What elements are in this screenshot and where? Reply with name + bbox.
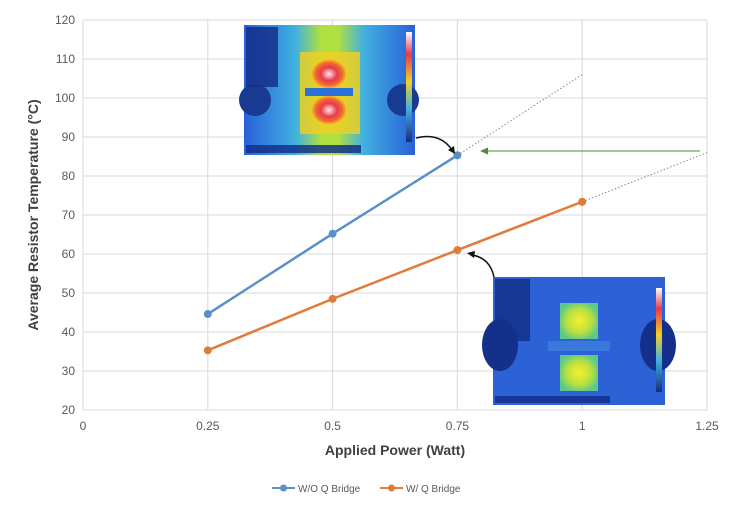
thermal-image-with-bridge — [482, 277, 676, 405]
series-layer — [203, 74, 708, 355]
data-point — [453, 246, 462, 255]
y-tick-label: 110 — [56, 52, 75, 66]
x-tick-label: 0.5 — [324, 419, 341, 433]
legend: W/O Q Bridge W/ Q Bridge — [272, 484, 461, 495]
data-point — [203, 310, 212, 319]
y-tick-label: 30 — [62, 364, 76, 378]
data-point — [453, 151, 462, 160]
gridlines — [82, 19, 708, 411]
x-tick-label: 1 — [579, 419, 586, 433]
y-tick-label: 100 — [55, 91, 75, 105]
extrapolation-line-1 — [582, 152, 708, 203]
arrow-inset-1-to-point — [415, 135, 453, 151]
y-tick-label: 90 — [62, 130, 76, 144]
y-axis-title: Average Resistor Temperature (°C) — [25, 99, 41, 330]
x-axis-title: Applied Power (Watt) — [325, 442, 465, 458]
y-tick-label: 40 — [62, 325, 76, 339]
legend-label: W/O Q Bridge — [298, 484, 361, 495]
data-point — [328, 229, 337, 238]
y-tick-label: 120 — [55, 13, 75, 27]
y-tick-label: 20 — [62, 403, 76, 417]
legend-item-with-bridge: W/ Q Bridge — [380, 484, 461, 495]
arrowhead — [448, 146, 455, 154]
green-arrow-annotation — [480, 147, 700, 155]
x-tick-label: 1.25 — [695, 419, 719, 433]
arrowhead — [467, 251, 475, 258]
x-tick-label: 0.25 — [196, 419, 220, 433]
extrapolation-line-0 — [457, 74, 583, 156]
thermal-image-without-bridge — [239, 25, 419, 155]
y-tick-label: 70 — [62, 208, 76, 222]
series-line-1 — [207, 200, 583, 352]
y-axis-ticks: 20 30 40 50 60 70 80 90 100 110 120 — [55, 13, 75, 417]
legend-label: W/ Q Bridge — [406, 484, 461, 495]
data-point — [578, 197, 587, 206]
data-point — [328, 294, 337, 303]
x-axis-ticks: 0 0.25 0.5 0.75 1 1.25 — [80, 419, 719, 433]
arrow-inset-2-to-point — [471, 254, 495, 278]
y-tick-label: 80 — [62, 169, 76, 183]
y-tick-label: 50 — [62, 286, 76, 300]
data-point — [203, 346, 212, 355]
y-tick-label: 60 — [62, 247, 76, 261]
x-tick-label: 0 — [80, 419, 87, 433]
x-tick-label: 0.75 — [446, 419, 470, 433]
legend-item-without-bridge: W/O Q Bridge — [272, 484, 361, 495]
